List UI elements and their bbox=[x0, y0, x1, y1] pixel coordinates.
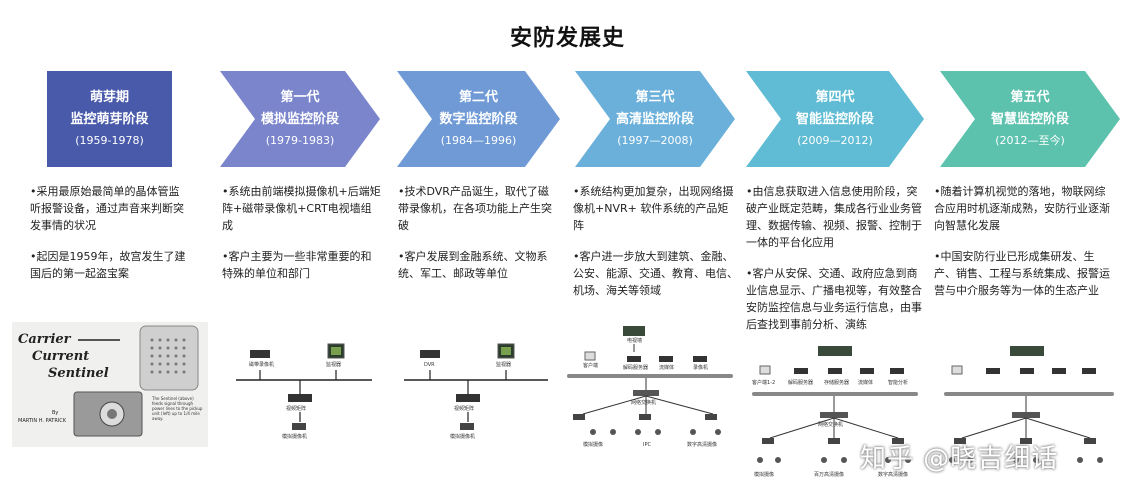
stage-banner-4: 第四代 智能监控阶段 (2009—2012) bbox=[746, 71, 924, 167]
stage-name: 第二代 bbox=[458, 90, 498, 105]
bullet: •客户从安保、交通、政府应急到商业信息显示、广播电视等，有效整合安防监控信息与业… bbox=[746, 267, 922, 331]
svg-text:客户端: 客户端 bbox=[583, 362, 598, 369]
illustration-hd: 电视墙 客户端 解码服务器 流媒体 录像机 网络交换机 模拟摄像 IPC 数字高… bbox=[563, 322, 738, 492]
stage-years: (1997—2008) bbox=[617, 134, 693, 147]
stage-shape-0 bbox=[47, 71, 172, 167]
svg-text:智能分析: 智能分析 bbox=[888, 379, 908, 386]
stage-5-description: •随着计算机视觉的落地，物联网综合应用时机逐渐成熟，安防行业逐渐向智慧化发展 •… bbox=[934, 183, 1114, 313]
svg-text:数字高清摄像: 数字高清摄像 bbox=[687, 441, 717, 448]
svg-text:百万高清摄像: 百万高清摄像 bbox=[814, 471, 844, 478]
svg-text:录像机: 录像机 bbox=[693, 364, 708, 371]
stage-years: (1959-1978) bbox=[75, 134, 144, 147]
illustration-analog: 磁带录像机 监视器 视频矩阵 模拟摄像机 bbox=[222, 322, 382, 492]
svg-text:解码服务器: 解码服务器 bbox=[788, 379, 813, 386]
stage-name: 第五代 bbox=[1010, 90, 1050, 105]
svg-text:网络交换机: 网络交换机 bbox=[818, 421, 843, 428]
analog-diagram: 磁带录像机 监视器 视频矩阵 模拟摄像机 bbox=[236, 343, 372, 440]
smart-network-diagram: 客户端1-2 解码服务器 存储服务器 流媒体 智能分析 网络交换机 模拟摄像 百… bbox=[752, 346, 918, 478]
chevron-shape-1 bbox=[220, 71, 380, 167]
bullet: •起因是1959年，故宫发生了建国后的第一起盗宝案 bbox=[30, 250, 186, 280]
svg-text:网络交换机: 网络交换机 bbox=[631, 399, 656, 406]
stage-name: 第四代 bbox=[815, 90, 855, 105]
poster-line3: Sentinel bbox=[48, 366, 109, 381]
svg-text:视频矩阵: 视频矩阵 bbox=[286, 405, 306, 412]
stage-title: 数字监控阶段 bbox=[439, 112, 518, 127]
svg-text:监视器: 监视器 bbox=[326, 361, 341, 368]
bullet: •系统结构更加复杂，出现网络摄像机+NVR+ 软件系统的产品矩阵 bbox=[573, 185, 734, 232]
svg-text:模拟摄像机: 模拟摄像机 bbox=[282, 433, 307, 440]
stage-1-description: •系统由前端模拟摄像机+后端矩阵+磁带录像机+CRT电视墙组成 •客户主要为一些… bbox=[222, 183, 382, 296]
svg-text:流媒体: 流媒体 bbox=[858, 379, 873, 386]
bullet: •采用最原始最简单的晶体管监听报警设备，通过声音来判断突发事情的状况 bbox=[30, 185, 184, 232]
stage-banner-2: 第二代 数字监控阶段 (1984—1996) bbox=[397, 71, 560, 167]
stage-2-description: •技术DVR产品诞生，取代了磁带录像机，在各项功能上产生突破 •客户发展到金融系… bbox=[398, 183, 558, 296]
illustration-digital: DVR 监视器 视频矩阵 模拟摄像机 bbox=[398, 322, 558, 492]
svg-text:IPC: IPC bbox=[643, 442, 651, 448]
stage-name: 萌芽期 bbox=[89, 90, 129, 105]
stage-title: 智慧监控阶段 bbox=[990, 112, 1069, 127]
svg-text:存储服务器: 存储服务器 bbox=[824, 379, 849, 386]
stage-banner-3: 第三代 高清监控阶段 (1997—2008) bbox=[575, 71, 735, 167]
stage-0-description: •采用最原始最简单的晶体管监听报警设备，通过声音来判断突发事情的状况 •起因是1… bbox=[30, 183, 190, 296]
svg-text:模拟摄像: 模拟摄像 bbox=[754, 471, 774, 478]
illustration-intelligent bbox=[940, 322, 1120, 492]
illustration-poster: Carrier Current Sentinel By MARTIN H. PA… bbox=[12, 322, 208, 492]
stage-title: 高清监控阶段 bbox=[615, 112, 694, 127]
stage-3-description: •系统结构更加复杂，出现网络摄像机+NVR+ 软件系统的产品矩阵 •客户进一步放… bbox=[573, 183, 738, 313]
svg-text:模拟摄像: 模拟摄像 bbox=[583, 441, 603, 448]
bullet: •由信息获取进入信息使用阶段，突破产业既定范畴，集成各行业业务管理、数据传输、视… bbox=[746, 185, 922, 249]
hd-network-diagram: 电视墙 客户端 解码服务器 流媒体 录像机 网络交换机 模拟摄像 IPC 数字高… bbox=[567, 326, 733, 448]
poster-image: Carrier Current Sentinel By MARTIN H. PA… bbox=[12, 322, 208, 447]
bullet: •客户进一步放大到建筑、金融、公安、能源、交通、教育、电信、机场、海关等领域 bbox=[573, 250, 738, 297]
stage-title: 智能监控阶段 bbox=[795, 112, 874, 127]
chevron-shape-4 bbox=[746, 71, 924, 167]
poster-by: By bbox=[52, 410, 58, 416]
bullet: •系统由前端模拟摄像机+后端矩阵+磁带录像机+CRT电视墙组成 bbox=[222, 185, 381, 232]
stage-years: (1979-1983) bbox=[265, 134, 335, 147]
stage-name: 第一代 bbox=[280, 90, 320, 105]
svg-text:流媒体: 流媒体 bbox=[659, 364, 674, 371]
bullet: •中国安防行业已形成集研发、生产、销售、工程与系统集成、报警运营与中介服务等为一… bbox=[934, 250, 1110, 297]
chevron-shape-3 bbox=[575, 71, 735, 167]
poster-line2: Current bbox=[32, 349, 89, 364]
svg-text:数字高清摄像: 数字高清摄像 bbox=[878, 471, 908, 478]
svg-text:模拟摄像机: 模拟摄像机 bbox=[450, 433, 475, 440]
svg-text:监视器: 监视器 bbox=[496, 361, 511, 368]
poster-line1: Carrier bbox=[18, 332, 72, 347]
svg-text:电视墙: 电视墙 bbox=[627, 337, 642, 344]
stage-banner-0: 萌芽期 监控萌芽阶段 (1959-1978) bbox=[47, 71, 172, 167]
intelligent-network-diagram bbox=[944, 346, 1114, 463]
watermark: 知乎 @晓吉细话 bbox=[860, 444, 1059, 474]
chevron-shape-5 bbox=[940, 71, 1120, 167]
svg-text:视频矩阵: 视频矩阵 bbox=[454, 405, 474, 412]
bullet: •客户发展到金融系统、文物系统、军工、邮政等单位 bbox=[398, 250, 548, 280]
stage-banner-5: 第五代 智慧监控阶段 (2012—至今) bbox=[940, 71, 1120, 167]
illustration-smart: 客户端1-2 解码服务器 存储服务器 流媒体 智能分析 网络交换机 模拟摄像 百… bbox=[748, 322, 923, 492]
stage-years: (2012—至今) bbox=[995, 134, 1065, 147]
stage-years: (1984—1996) bbox=[440, 134, 517, 147]
poster-author: MARTIN H. PATRICK bbox=[18, 418, 67, 424]
stage-years: (2009—2012) bbox=[797, 134, 873, 147]
svg-text:解码服务器: 解码服务器 bbox=[623, 364, 648, 371]
chevron-shape-2 bbox=[397, 71, 560, 167]
bullet: •客户主要为一些非常重要的和特殊的单位和部门 bbox=[222, 250, 372, 280]
svg-text:客户端1-2: 客户端1-2 bbox=[752, 379, 775, 386]
stage-banner-1: 第一代 模拟监控阶段 (1979-1983) bbox=[220, 71, 380, 167]
stage-title: 模拟监控阶段 bbox=[260, 112, 339, 127]
poster-caption: The Sentinel (above) feeds signal throug… bbox=[152, 396, 203, 421]
bullet: •随着计算机视觉的落地，物联网综合应用时机逐渐成熟，安防行业逐渐向智慧化发展 bbox=[934, 185, 1110, 232]
svg-text:磁带录像机: 磁带录像机 bbox=[249, 361, 274, 368]
svg-text:DVR: DVR bbox=[424, 362, 435, 368]
digital-diagram: DVR 监视器 视频矩阵 模拟摄像机 bbox=[404, 343, 548, 440]
stage-title: 监控萌芽阶段 bbox=[70, 112, 149, 127]
stage-4-description: •由信息获取进入信息使用阶段，突破产业既定范畴，集成各行业业务管理、数据传输、视… bbox=[746, 183, 924, 347]
stage-name: 第三代 bbox=[635, 90, 675, 105]
page-title: 安防发展史 bbox=[509, 26, 625, 51]
bullet: •技术DVR产品诞生，取代了磁带录像机，在各项功能上产生突破 bbox=[398, 185, 552, 232]
